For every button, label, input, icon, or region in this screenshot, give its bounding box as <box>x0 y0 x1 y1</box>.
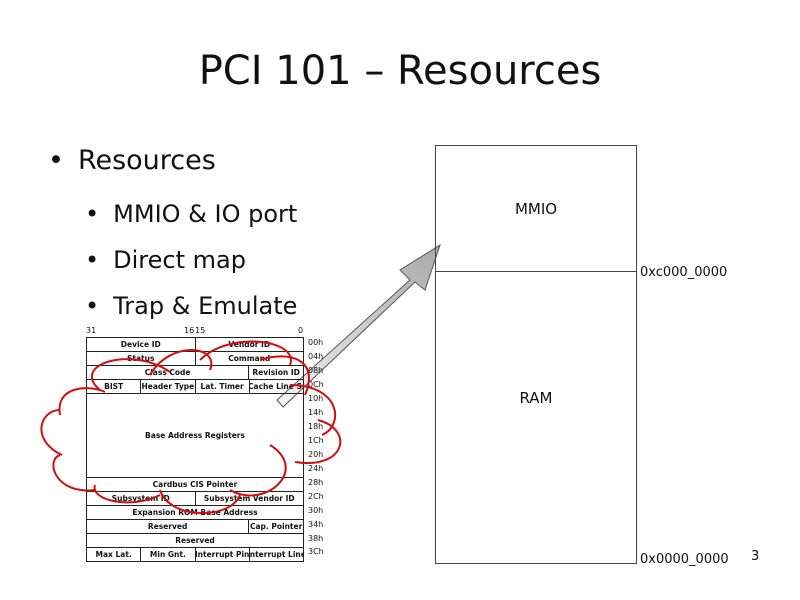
address-label: 0x0000_0000 <box>640 552 729 567</box>
cell: Subsystem ID <box>87 492 196 505</box>
offset: 00h <box>308 338 324 347</box>
cell: Cap. Pointer <box>249 520 304 533</box>
offset: 24h <box>308 464 324 473</box>
bit-label: 16 <box>184 326 195 335</box>
cell-bar: Base Address Registers <box>87 394 304 477</box>
cloud-outline <box>40 340 342 515</box>
offset: 34h <box>308 520 324 529</box>
cell: Reserved <box>87 520 250 533</box>
offset: 28h <box>308 478 324 487</box>
bullet-trap: •Trap & Emulate <box>85 292 298 320</box>
offset: 0Ch <box>308 380 324 389</box>
cell: Revision ID <box>249 366 304 379</box>
region-mmio: MMIO <box>436 146 636 272</box>
bullet-mmio: •MMIO & IO port <box>85 200 298 228</box>
cell: Interrupt Pin <box>195 548 250 561</box>
offset: 2Ch <box>308 492 324 501</box>
cell: BIST <box>87 380 142 393</box>
cell: Min Gnt. <box>141 548 196 561</box>
cell: Interrupt Line <box>249 548 304 561</box>
offset: 18h <box>308 422 324 431</box>
address-label: 0xc000_0000 <box>640 265 728 280</box>
offset: 3Ch <box>308 547 324 556</box>
cell: Device ID <box>87 338 196 351</box>
bit-label: 0 <box>298 326 304 335</box>
cell: Max Lat. <box>87 548 142 561</box>
cell: Header Type <box>141 380 196 393</box>
bullet-direct-map: •Direct map <box>85 246 246 274</box>
bit-label: 15 <box>195 326 206 335</box>
offset: 30h <box>308 506 324 515</box>
cell: Cardbus CIS Pointer <box>87 478 304 491</box>
region-ram: RAM <box>519 389 553 407</box>
cell: Lat. Timer <box>196 380 250 393</box>
slide-title: PCI 101 – Resources <box>198 48 602 94</box>
bullet-resources: •Resources <box>48 145 216 176</box>
offset: 08h <box>308 366 324 375</box>
memory-map: MMIO RAM <box>435 145 637 564</box>
page-number: 3 <box>751 549 760 564</box>
offset: 14h <box>308 408 324 417</box>
cell: Status <box>87 352 196 365</box>
offset: 10h <box>308 394 324 403</box>
offset: 1Ch <box>308 436 324 445</box>
cell: Subsystem Vendor ID <box>196 492 304 505</box>
offset: 04h <box>308 352 324 361</box>
offset: 20h <box>308 450 324 459</box>
cell: Reserved <box>87 534 304 547</box>
bit-label: 31 <box>86 326 97 335</box>
cell: Class Code <box>87 366 250 379</box>
cell: Command <box>196 352 304 365</box>
cell: Vendor ID <box>196 338 304 351</box>
offset: 38h <box>308 534 324 543</box>
